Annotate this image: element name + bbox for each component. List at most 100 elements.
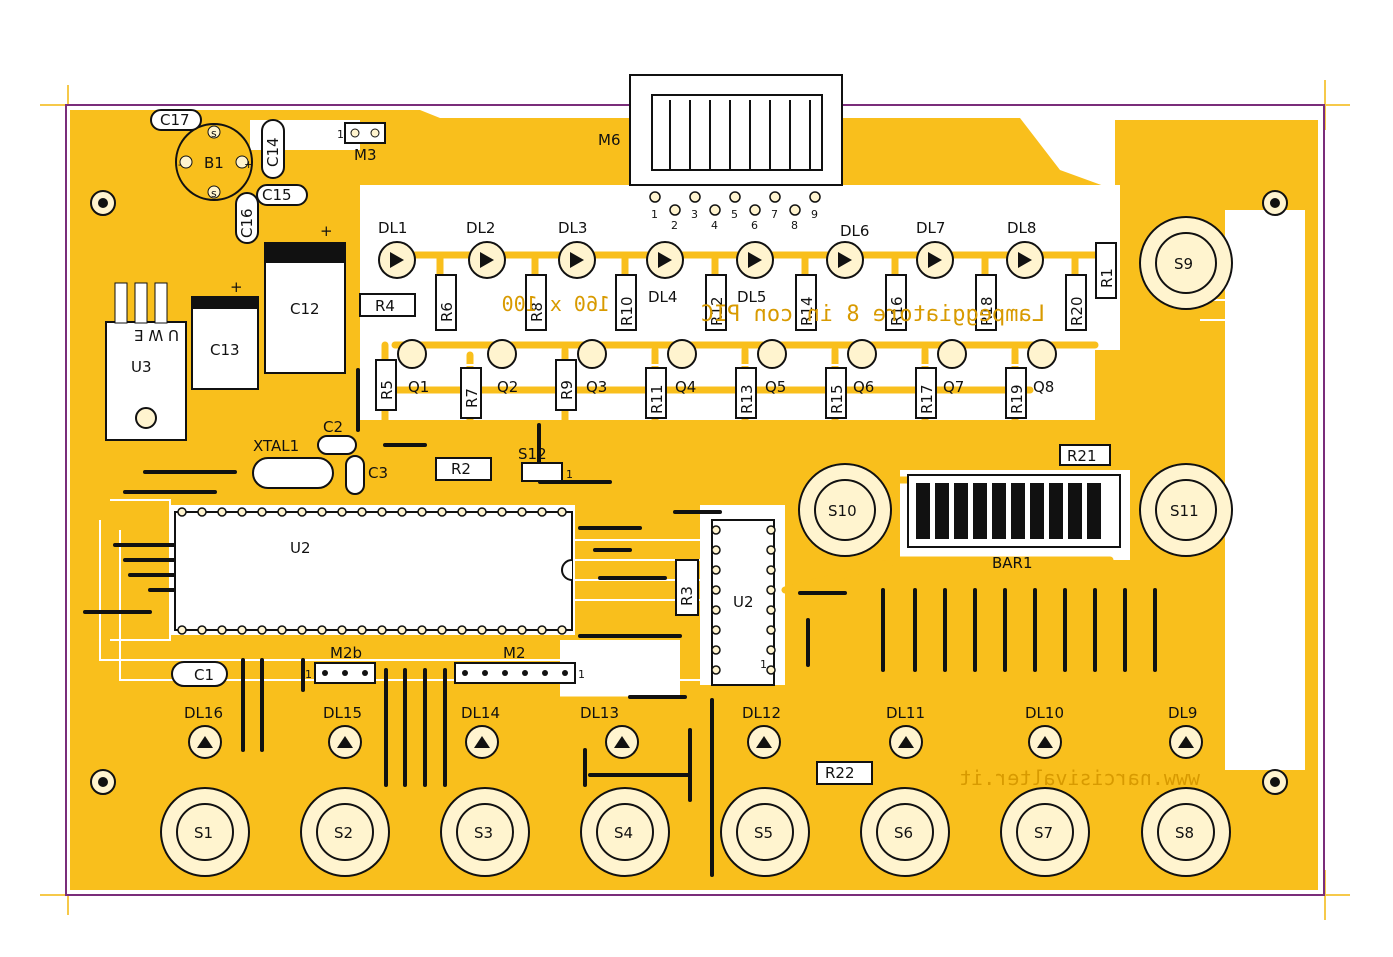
u2-main-ic — [174, 511, 573, 631]
resistor-label: R11 — [648, 384, 666, 414]
ic-pin-pad — [711, 625, 721, 635]
ic-pin-pad — [357, 507, 367, 517]
u2-main-label: U2 — [290, 539, 311, 557]
transistor-row — [397, 339, 1057, 369]
led-label: DL7 — [916, 219, 945, 237]
resistor-label: R5 — [378, 380, 396, 400]
small-caps — [150, 109, 365, 687]
bar1-label: BAR1 — [992, 554, 1033, 572]
ic-pin-pad — [711, 565, 721, 575]
transistor-label: Q1 — [408, 378, 429, 396]
transistor-label: Q2 — [497, 378, 518, 396]
m2-label: M2 — [503, 644, 526, 662]
ic-pin-pad — [766, 545, 776, 555]
m6-pin-numbers: 1 2 3 4 5 6 7 8 9 — [651, 208, 818, 232]
svg-text:2: 2 — [671, 219, 678, 232]
c13-capacitor — [191, 296, 259, 390]
mirror-url-text: www.narcisivalter.it — [959, 766, 1200, 790]
mirror-title-text: Lampeggiatore 8 in con PIC — [701, 302, 1045, 327]
ic-pin-pad — [217, 625, 227, 635]
c12-label: C12 — [290, 300, 320, 318]
top-led-row — [378, 241, 1044, 279]
s10-label: S10 — [828, 502, 857, 520]
led-label: DL3 — [558, 219, 587, 237]
top-led-labels: DL1 DL2 DL3 DL4 DL5 DL6 DL7 DL8 — [378, 219, 1036, 306]
led-label: DL13 — [580, 704, 619, 722]
s11-label: S11 — [1170, 502, 1199, 520]
ic-pin-pad — [457, 625, 467, 635]
ic-pin-pad — [517, 507, 527, 517]
ic-pin-pad — [337, 625, 347, 635]
u2-small-ic — [711, 519, 775, 686]
ic-pin-pad — [497, 507, 507, 517]
transistor-label: Q4 — [675, 378, 696, 396]
ic-pin-pad — [277, 625, 287, 635]
r4-label: R4 — [375, 297, 395, 315]
s12-pin1: 1 — [566, 468, 573, 481]
ic-pin-pad — [711, 545, 721, 555]
ic-pin-pad — [317, 507, 327, 517]
m3-label: M3 — [354, 146, 377, 164]
led-label: DL12 — [742, 704, 781, 722]
ic-pin-pad — [177, 625, 187, 635]
r21-label: R21 — [1067, 447, 1097, 465]
ic-pin-pad — [537, 507, 547, 517]
transistor-label: Q5 — [765, 378, 786, 396]
led-label: DL4 — [648, 288, 677, 306]
switch-label: S7 — [1034, 824, 1053, 842]
m2-header — [454, 662, 576, 684]
ic-pin-pad — [337, 507, 347, 517]
c16-label: C16 — [238, 208, 256, 238]
m2b-label: M2b — [330, 644, 362, 662]
resistor-label: R12 — [708, 296, 726, 326]
led-label: DL14 — [461, 704, 500, 722]
bottom-switch-row — [160, 787, 1231, 877]
xtal1-label: XTAL1 — [253, 437, 299, 455]
ic-pin-pad — [397, 507, 407, 517]
ic-pin-pad — [257, 507, 267, 517]
led-label: DL1 — [378, 219, 407, 237]
r2-label: R2 — [451, 460, 471, 478]
resistor-label: R13 — [738, 384, 756, 414]
switch-label: S8 — [1175, 824, 1194, 842]
ic-pin-pad — [237, 507, 247, 517]
ic-pin-pad — [457, 507, 467, 517]
c15-label: C15 — [262, 186, 292, 204]
ic-pin-pad — [197, 625, 207, 635]
ic-pin-pad — [257, 625, 267, 635]
svg-text:9: 9 — [811, 208, 818, 221]
transistor-label: Q8 — [1033, 378, 1054, 396]
b1-minus: - — [178, 158, 182, 171]
ic-pin-pad — [766, 665, 776, 675]
m3-pin1: 1 — [337, 128, 344, 141]
switch-label: S4 — [614, 824, 633, 842]
ic-pin-pad — [417, 625, 427, 635]
c13-plus: + — [230, 278, 243, 296]
ic-pin-pad — [766, 645, 776, 655]
bottom-led-labels: DL16 DL15 DL14 DL13 DL12 DL11 DL10 DL9 — [184, 704, 1197, 722]
r3-label: R3 — [678, 586, 696, 606]
svg-text:5: 5 — [731, 208, 738, 221]
u3-pin-labels: U W E — [134, 326, 179, 344]
ic-pin-pad — [557, 625, 567, 635]
led-label: DL8 — [1007, 219, 1036, 237]
b1-ac2: s — [211, 187, 217, 200]
mirror-dimensions-text: 160 x 100 — [502, 292, 610, 316]
resistor-label: R18 — [978, 296, 996, 326]
svg-text:1: 1 — [651, 208, 658, 221]
resistor-label: R14 — [798, 296, 816, 326]
u3-label: U3 — [131, 358, 152, 376]
m6-label: M6 — [598, 131, 621, 149]
ic-pin-pad — [317, 625, 327, 635]
ic-pin-pad — [517, 625, 527, 635]
ic-pin-pad — [711, 585, 721, 595]
svg-text:6: 6 — [751, 219, 758, 232]
ic-pin-pad — [766, 625, 776, 635]
b1-ac1: s — [211, 127, 217, 140]
m2b-pin1: 1 — [305, 668, 312, 681]
switch-label: S6 — [894, 824, 913, 842]
ic-pin-pad — [197, 507, 207, 517]
c12-plus: + — [320, 222, 333, 240]
ic-pin-pad — [277, 507, 287, 517]
